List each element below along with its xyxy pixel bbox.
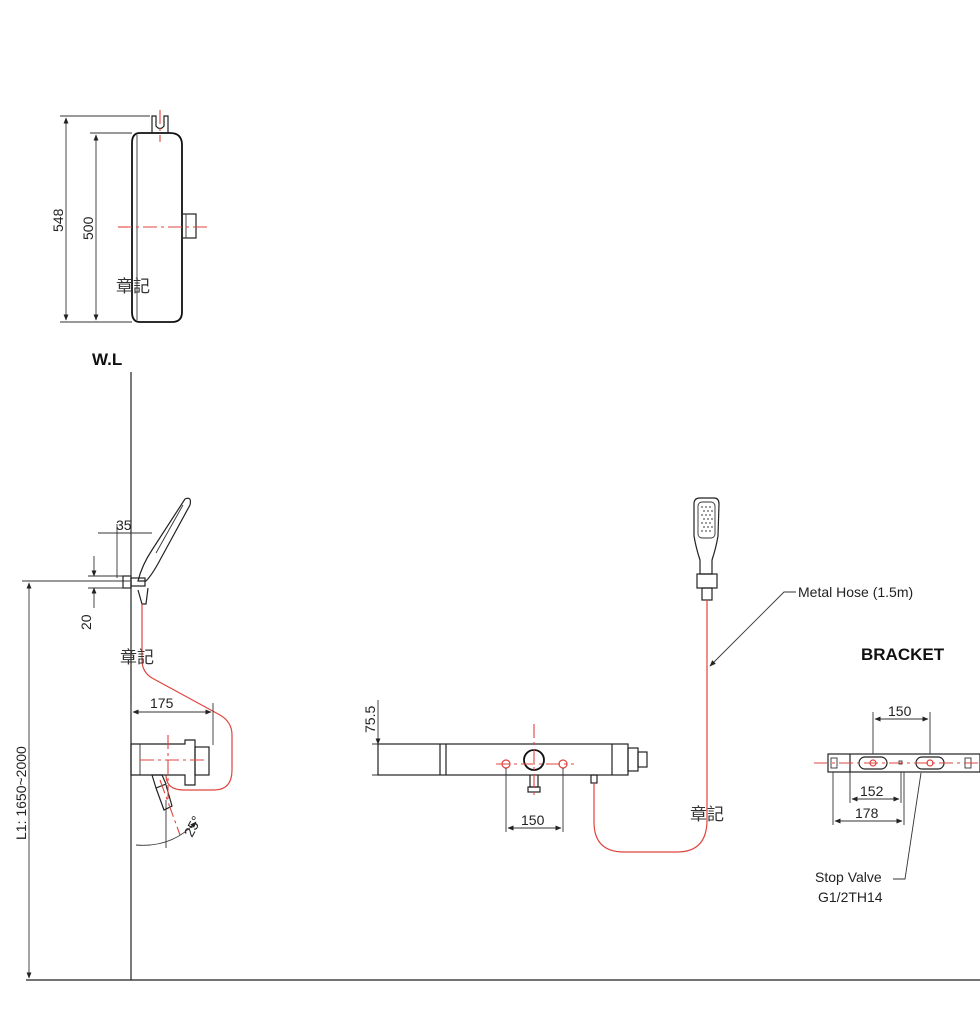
dim-150-label: 150 (521, 812, 545, 828)
hand-shower-face (155, 504, 184, 554)
dim-bracket-150-label: 150 (888, 703, 912, 719)
side-knob (181, 213, 197, 239)
spout-centerline (159, 779, 181, 836)
watermark-1: 章記 (116, 277, 150, 297)
metal-hose-leader (709, 591, 796, 667)
dim-l1-label: L1: 1650~2000 (13, 746, 29, 840)
side-hose (141, 604, 233, 791)
stop-valve-label: Stop Valve (815, 869, 882, 885)
dim-bracket-178-label: 178 (855, 805, 879, 821)
stop-valve-leader (893, 772, 922, 880)
front-holder-nozzle (701, 587, 713, 601)
bracket-end-left (830, 757, 838, 769)
mixer-knob (637, 751, 648, 768)
dim-548-label: 548 (50, 208, 66, 232)
side-hand-shower: 35 20 章記 (78, 497, 233, 791)
valve-handle (194, 746, 210, 776)
hose-outlet (590, 774, 598, 784)
spray-nozzles (701, 506, 713, 532)
mixer-bar (377, 743, 629, 776)
bracket-title: BRACKET (861, 645, 945, 664)
mixer-cap (627, 747, 639, 772)
front-holder (696, 573, 718, 589)
valve-spout-tip (155, 784, 173, 811)
valve-spout (151, 774, 167, 789)
wl-label: W.L (92, 350, 122, 369)
watermark-3: 章記 (690, 805, 724, 825)
angle-arc (135, 821, 197, 846)
hand-shower-head (137, 497, 192, 582)
holder-nozzle (137, 587, 149, 605)
dim-bracket-152-label: 152 (860, 783, 884, 799)
bracket: BRACKET 150 152 178 Stop Valve G1/2TH14 (814, 645, 980, 905)
dim-175-label: 175 (150, 695, 174, 711)
dim-500-label: 500 (80, 216, 96, 240)
metal-hose-label: Metal Hose (1.5m) (798, 584, 913, 600)
spray-face (697, 501, 716, 539)
angle-label: 25° (181, 813, 205, 839)
side-view: 548 500 章記 (50, 110, 208, 323)
side-body-outline (131, 132, 183, 323)
dim-35-label: 35 (116, 517, 132, 533)
front-hand-shower: Metal Hose (1.5m) 章記 (593, 497, 913, 853)
valve-body (130, 739, 196, 786)
dim-20-label: 20 (78, 614, 94, 630)
dim-75-label: 75.5 (362, 706, 378, 733)
wall-floor: W.L L1: 1650~2000 (13, 350, 980, 981)
holder-arm (130, 577, 146, 587)
watermark-2: 章記 (120, 648, 154, 668)
holder-mount (122, 575, 132, 589)
front-hose (593, 600, 708, 853)
side-mixer: 175 25° (130, 695, 214, 848)
front-mixer: 75.5 150 (362, 700, 648, 832)
stop-valve-spec: G1/2TH14 (818, 889, 883, 905)
